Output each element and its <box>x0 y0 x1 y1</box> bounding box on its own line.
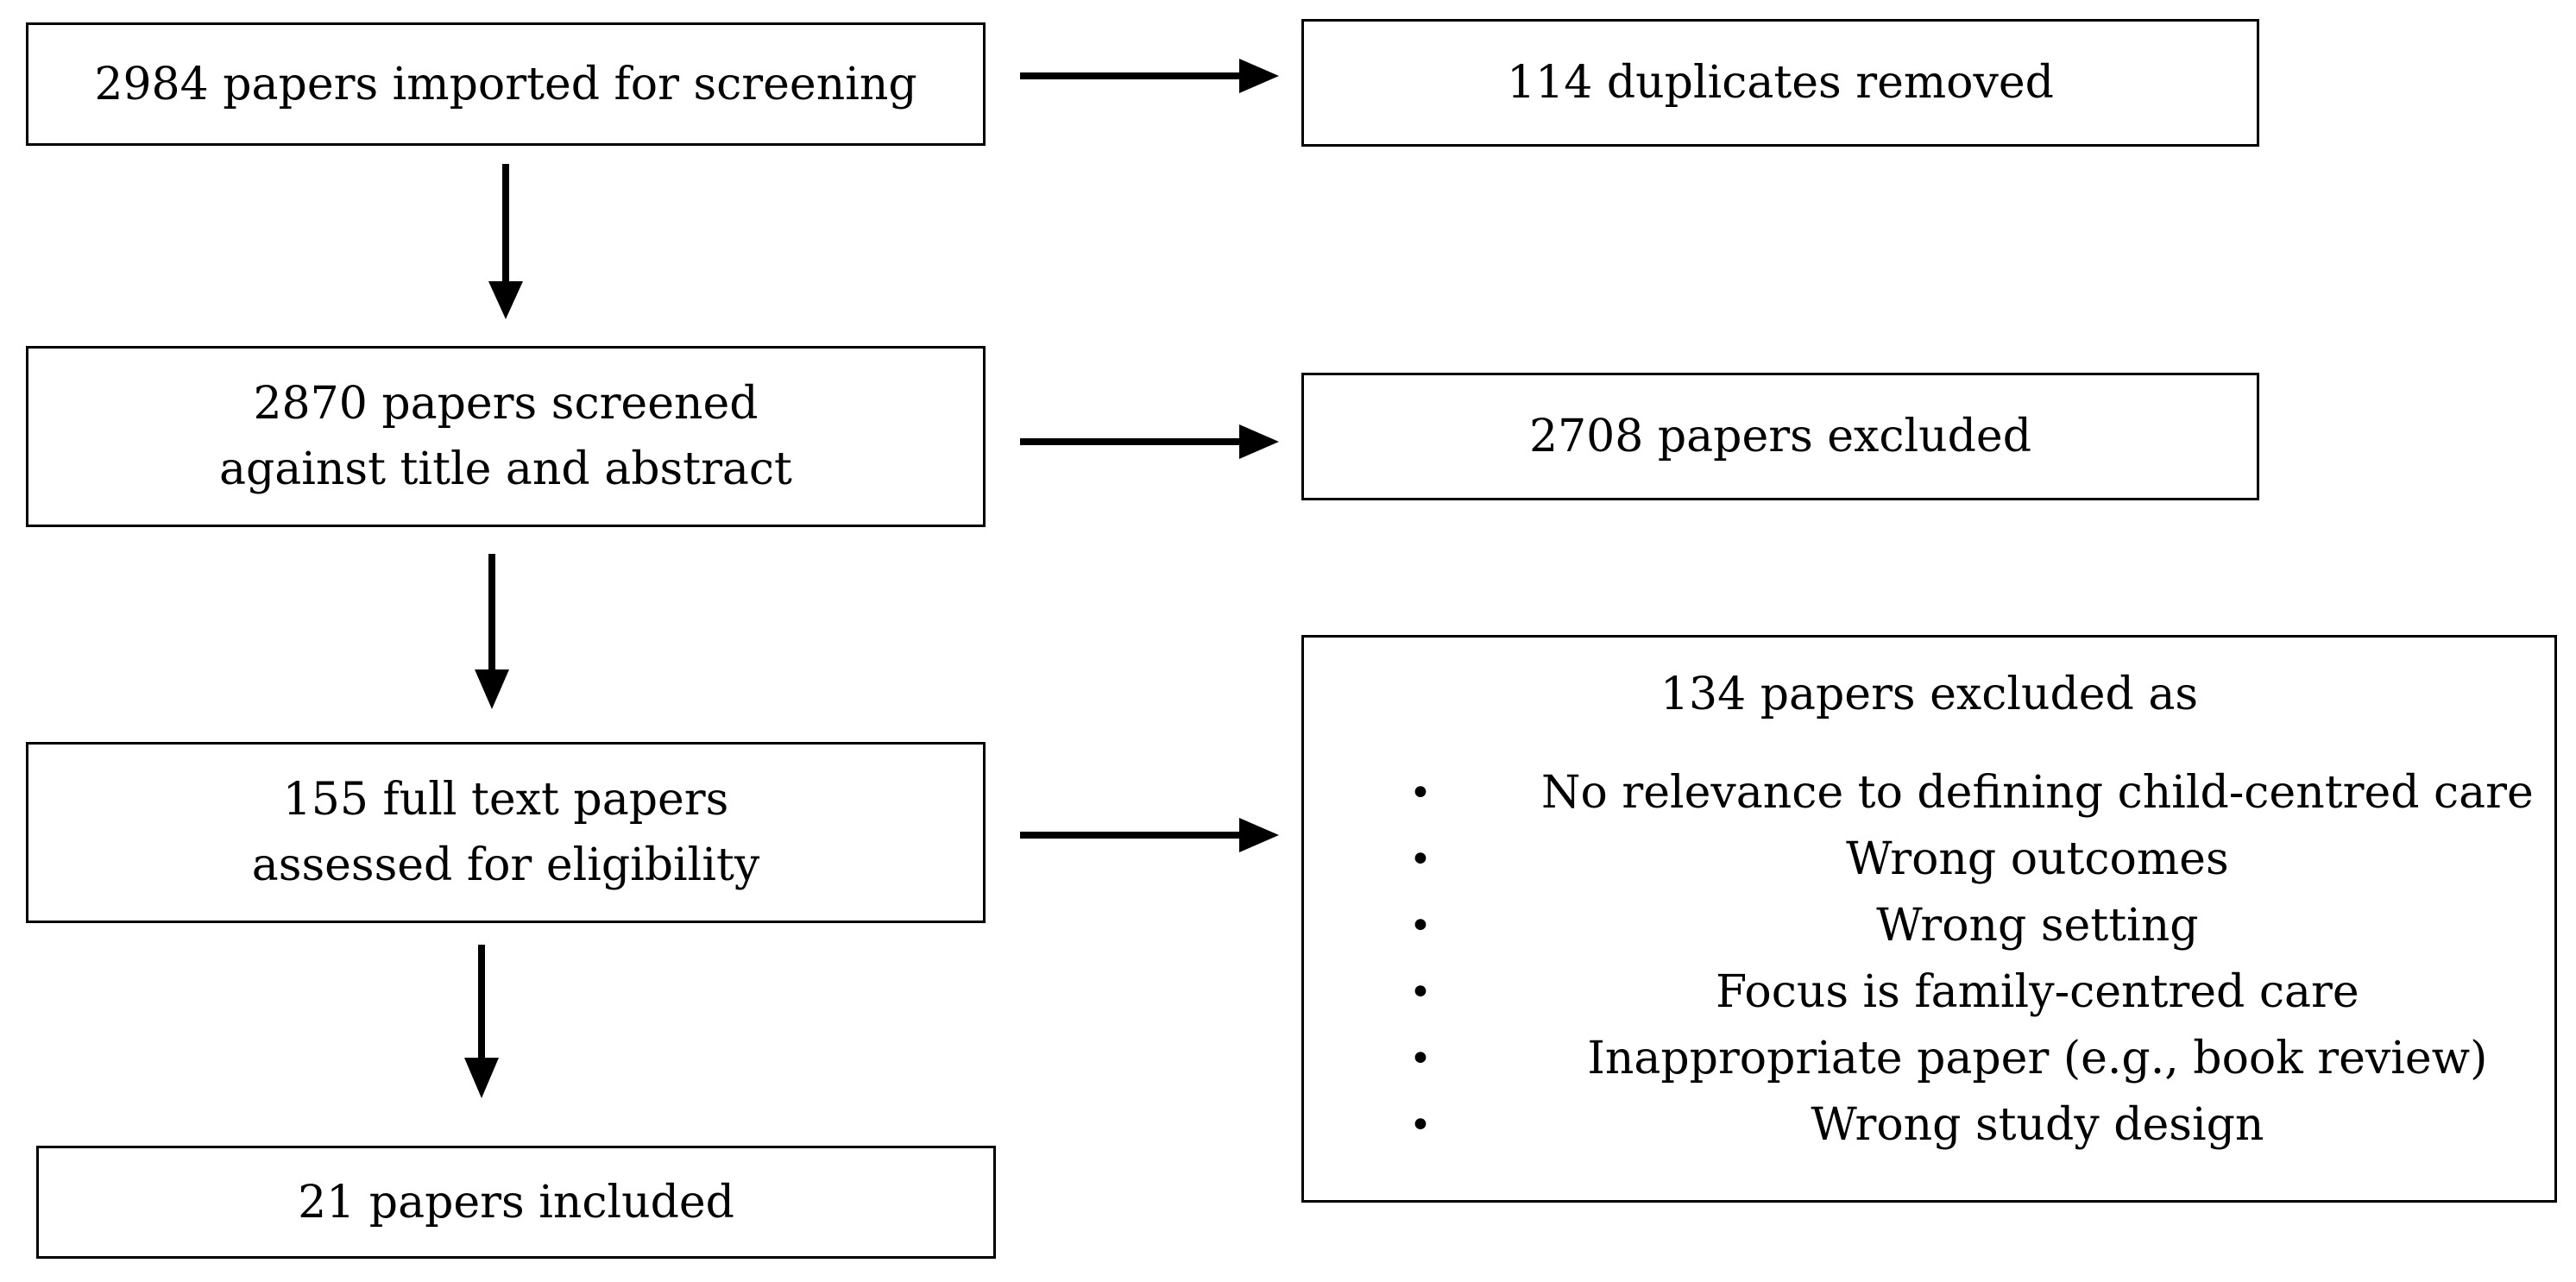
bullet-icon: • <box>1409 771 1432 815</box>
full-text-line2: assessed for eligibility <box>251 839 760 891</box>
bullet-icon: • <box>1409 838 1432 882</box>
screened-box: 2870 papers screened against title and a… <box>26 346 986 527</box>
included-text: 21 papers included <box>298 1176 734 1229</box>
bullet-icon: • <box>1409 904 1432 948</box>
duplicates-text: 114 duplicates removed <box>1507 57 2054 109</box>
exclusion-reason-text: Inappropriate paper (e.g., book review) <box>1587 1033 2488 1084</box>
exclusion-reason: • No relevance to defining child-centred… <box>1409 760 2534 826</box>
excluded-title-abstract-box: 2708 papers excluded <box>1301 373 2259 500</box>
exclusion-reason-text: Focus is family-centred care <box>1716 966 2359 1018</box>
imported-text: 2984 papers imported for screening <box>94 58 917 110</box>
screened-text-line1: 2870 papers screened <box>253 378 759 430</box>
exclusion-reason: • Focus is family-centred care <box>1409 959 2534 1026</box>
duplicates-box: 114 duplicates removed <box>1301 19 2259 147</box>
exclusion-reasons-list: • No relevance to defining child-centred… <box>1409 760 2534 1159</box>
arrow-fulltext-to-exclusions <box>1020 818 1279 852</box>
exclusion-reason-text: Wrong setting <box>1876 900 2199 952</box>
full-text-line1: 155 full text papers <box>282 774 729 826</box>
arrow-fulltext-to-included <box>464 945 499 1098</box>
imported-box: 2984 papers imported for screening <box>26 22 986 146</box>
exclusion-reason-text: Wrong study design <box>1811 1099 2264 1151</box>
full-text-exclusions-box: 134 papers excluded as • No relevance to… <box>1301 635 2557 1203</box>
exclusion-reason: • Wrong study design <box>1409 1092 2534 1159</box>
included-box: 21 papers included <box>36 1146 996 1259</box>
bullet-icon: • <box>1409 1037 1432 1081</box>
excluded-title-abstract-text: 2708 papers excluded <box>1529 411 2031 462</box>
arrow-screened-to-excluded <box>1020 424 1279 459</box>
arrow-imported-to-duplicates <box>1020 59 1279 93</box>
exclusions-title: 134 papers excluded as <box>1660 669 2199 720</box>
arrow-screened-to-fulltext <box>475 554 509 709</box>
exclusion-reason: • Inappropriate paper (e.g., book review… <box>1409 1026 2534 1092</box>
exclusion-reason: • Wrong outcomes <box>1409 826 2534 893</box>
screened-text-line2: against title and abstract <box>219 443 792 495</box>
bullet-icon: • <box>1409 971 1432 1015</box>
full-text-box: 155 full text papers assessed for eligib… <box>26 742 986 923</box>
arrow-imported-to-screened <box>488 164 523 319</box>
exclusion-reason: • Wrong setting <box>1409 893 2534 959</box>
exclusion-reason-text: Wrong outcomes <box>1846 833 2229 885</box>
bullet-icon: • <box>1409 1103 1432 1147</box>
exclusion-reason-text: No relevance to defining child-centred c… <box>1541 767 2534 819</box>
